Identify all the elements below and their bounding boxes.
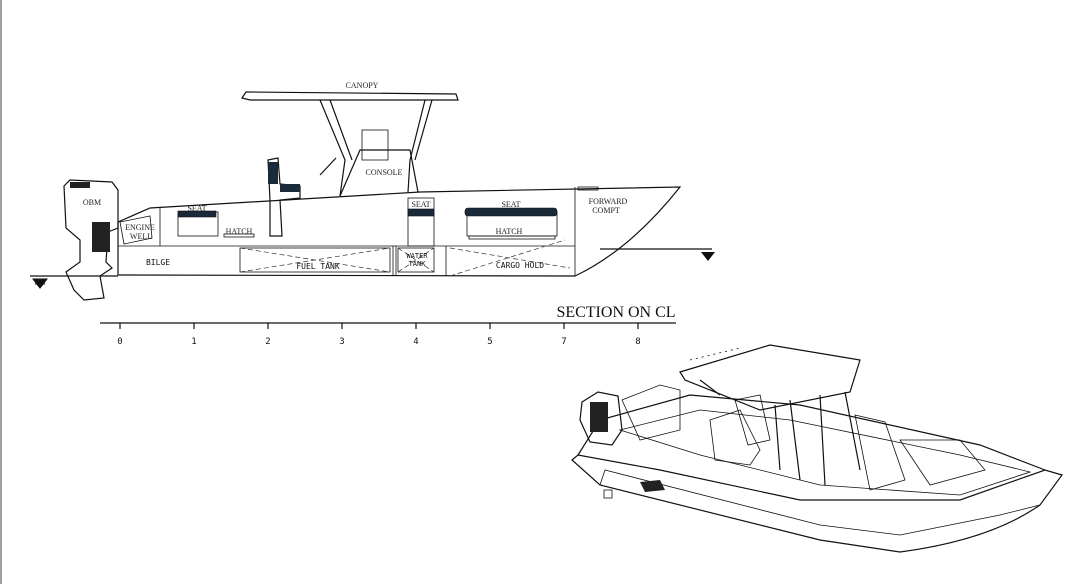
hull-outline (117, 186, 682, 277)
seat-cushion (177, 210, 217, 218)
label-forward-compt: FORWARD (589, 197, 628, 206)
label-console: CONSOLE (366, 168, 403, 177)
fuel-tank (239, 247, 391, 273)
label-engine-well: WELL (130, 232, 152, 241)
label-fwd-hatch: HATCH (496, 227, 523, 236)
section-title: SECTION ON CL (556, 304, 675, 321)
seat-cushion (464, 207, 558, 217)
scale-label: 7 (561, 337, 566, 347)
scale-label: 2 (265, 337, 270, 347)
label-bilge: BILGE (146, 258, 170, 267)
steering-wheel (319, 157, 337, 176)
perspective-view (571, 344, 1063, 553)
scale-label: 4 (413, 337, 418, 347)
scale-label: 0 (117, 337, 122, 347)
scale-label: 3 (339, 337, 344, 347)
label-fwd-seat: SEAT (501, 200, 520, 209)
outboard-3d (579, 391, 623, 446)
label-aft-hatch: HATCH (226, 227, 253, 236)
seat-cushion (407, 208, 435, 217)
canopy (241, 91, 459, 197)
waterline-marker-icon (31, 278, 49, 289)
label-aft-seat: SEAT (187, 204, 206, 213)
label-canopy: CANOPY (346, 81, 379, 90)
label-fuel-tank: FUEL TANK (296, 262, 340, 271)
label-obm: OBM (83, 198, 101, 207)
hull-3d (571, 454, 1063, 553)
label-console-seat: SEAT (411, 200, 430, 209)
label-forward-compt: COMPT (592, 206, 620, 215)
label-water-tank: TANK (409, 260, 427, 268)
canopy-3d (679, 344, 861, 411)
water-tank (397, 247, 435, 273)
scale-label: 5 (487, 337, 492, 347)
cargo-hold (449, 239, 571, 277)
scale-label: 1 (191, 337, 196, 347)
label-water-tank: WATER (406, 252, 428, 260)
label-cargo-hold: CARGO HOLD (496, 261, 544, 270)
side-section: CANOPY CONSOLE OBM SEAT ENGINE WELL HATC… (30, 81, 715, 301)
scale-label: 8 (635, 337, 640, 347)
station-scale: 0 1 2 3 4 5 7 8 (100, 322, 676, 347)
label-engine-well: ENGINE (125, 223, 155, 232)
outboard-motor (63, 179, 119, 301)
waterline-marker-icon (701, 252, 715, 261)
